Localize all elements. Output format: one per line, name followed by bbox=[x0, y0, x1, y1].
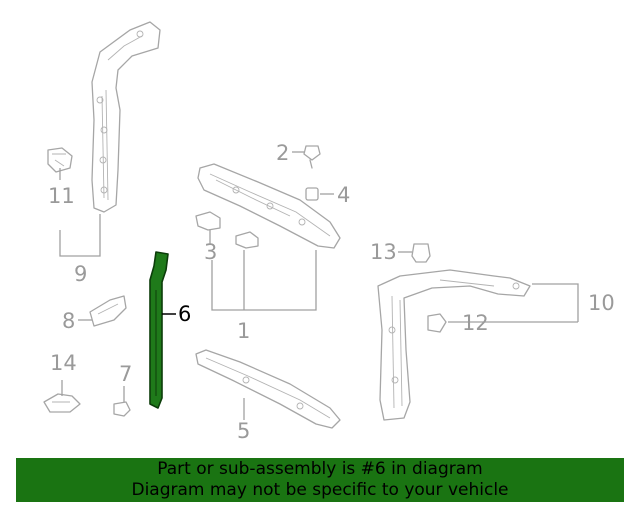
notice-banner: Part or sub-assembly is #6 in diagram Di… bbox=[16, 458, 624, 502]
callout-5[interactable]: 5 bbox=[237, 419, 250, 443]
part-3-clip[interactable] bbox=[195, 211, 221, 231]
part-3-clip-b[interactable] bbox=[235, 231, 259, 249]
part-6-highlighted-seal[interactable] bbox=[149, 251, 169, 409]
callout-2[interactable]: 2 bbox=[276, 141, 289, 165]
part-2-bolt[interactable] bbox=[303, 145, 321, 169]
part-5-lower-support[interactable] bbox=[195, 349, 341, 429]
part-11-bracket[interactable] bbox=[47, 147, 73, 173]
callout-4[interactable]: 4 bbox=[337, 183, 350, 207]
part-4-cap[interactable] bbox=[305, 187, 319, 201]
callout-7[interactable]: 7 bbox=[119, 362, 132, 386]
part-9-left-support[interactable] bbox=[91, 21, 161, 213]
part-1-upper-support[interactable] bbox=[197, 163, 341, 249]
callout-13[interactable]: 13 bbox=[370, 240, 397, 264]
callout-9[interactable]: 9 bbox=[74, 262, 87, 286]
callout-11[interactable]: 11 bbox=[48, 184, 75, 208]
part-12-bracket[interactable] bbox=[427, 313, 447, 333]
leader-lines bbox=[59, 151, 579, 420]
part-13-grommet[interactable] bbox=[411, 243, 431, 263]
callout-1[interactable]: 1 bbox=[237, 319, 250, 343]
callout-6[interactable]: 6 bbox=[178, 302, 191, 326]
banner-line-1: Part or sub-assembly is #6 in diagram bbox=[157, 459, 483, 479]
callout-3[interactable]: 3 bbox=[204, 240, 217, 264]
callout-12[interactable]: 12 bbox=[462, 311, 489, 335]
callout-14[interactable]: 14 bbox=[50, 351, 77, 375]
part-7-bolt[interactable] bbox=[113, 401, 131, 417]
part-14-bracket[interactable] bbox=[43, 393, 81, 413]
callout-8[interactable]: 8 bbox=[62, 309, 75, 333]
parts-diagram: 1 2 3 4 5 6 7 8 9 10 11 12 13 14 bbox=[43, 21, 615, 443]
callout-10[interactable]: 10 bbox=[588, 291, 615, 315]
part-8-bracket[interactable] bbox=[89, 295, 127, 327]
banner-line-2: Diagram may not be specific to your vehi… bbox=[131, 480, 509, 500]
part-10-right-support[interactable] bbox=[377, 269, 531, 421]
